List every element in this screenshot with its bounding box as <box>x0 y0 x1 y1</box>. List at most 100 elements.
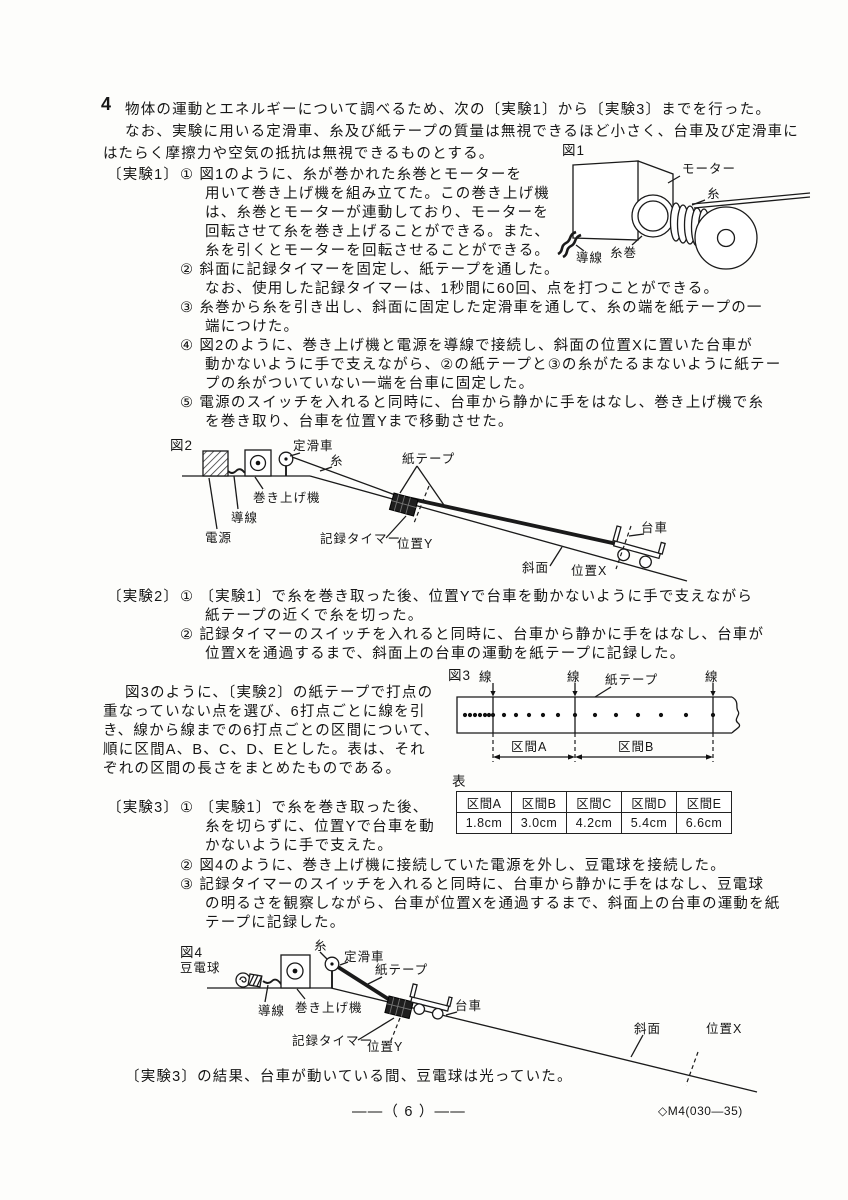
exp2-step1-line2: 紙テープの近くで糸を切った。 <box>205 608 424 624</box>
table-value-c: 4.2cm <box>566 812 622 834</box>
lead-label: 導線 <box>231 510 258 525</box>
power-supply <box>202 450 229 477</box>
position-x-label: 位置X <box>571 563 607 578</box>
paper-tape-label: 紙テープ <box>375 962 428 977</box>
lead-label: 導線 <box>258 1003 285 1018</box>
result-line: 〔実験3〕の結果、台車が動いている間、豆電球は光っていた。 <box>125 1069 573 1085</box>
exp1-step1-line1: ① 図1のように、糸が巻かれた糸巻とモーターを <box>180 167 523 183</box>
tape-dots <box>462 712 716 718</box>
recording-timer <box>384 995 414 1020</box>
tape-torn-edge <box>731 696 741 734</box>
winch-label: 巻き上げ機 <box>253 490 321 505</box>
experiment2-label: 〔実験2〕 <box>107 589 180 605</box>
recording-timer <box>388 492 419 517</box>
exp1-step1-line3: は、糸巻とモーターが連動しており、モーターを <box>205 205 549 221</box>
spool-label: 糸巻 <box>610 246 637 260</box>
table-header-d: 区間D <box>621 791 677 813</box>
cart-label: 台車 <box>641 520 668 535</box>
position-x-label: 位置X <box>706 1021 742 1036</box>
exp1-step4-line1: ④ 図2のように、巻き上げ機と電源を導線で接続し、斜面の位置Xに置いた台車が <box>180 338 753 354</box>
slope-line <box>309 475 688 582</box>
pulley-label: 定滑車 <box>293 438 334 453</box>
fig1-title: 図1 <box>562 143 585 158</box>
exp3-step1-line1: ① 〔実験1〕で糸を巻き取った後、 <box>180 800 429 816</box>
exp3-step3-line2: の明るさを観察しながら、台車が位置Xを通過するまで、斜面上の台車の運動を紙 <box>205 896 781 912</box>
exp1-step1-line2: 用いて巻き上げ機を組み立てた。この巻き上げ機 <box>205 186 550 202</box>
experiment1-label: 〔実験1〕 <box>107 167 180 183</box>
motor-label: モーター <box>682 162 736 176</box>
paper-tape-line <box>336 965 395 1004</box>
fig2-slope-diagram: 図2 電源 導線 巻き上げ機 定滑車 糸 紙テープ 記録タイマー 位置Y 斜面 … <box>170 438 688 582</box>
intro-line-3: はたらく摩擦力や空気の抵抗は無視できるものとする。 <box>103 146 495 162</box>
exp3-step3-line1: ③ 記録タイマーのスイッチを入れると同時に、台車から静かに手をはなし、豆電球 <box>180 877 765 893</box>
exp1-step3-line2: 端につけた。 <box>205 319 300 335</box>
document-code: ◇M4(030—35) <box>658 1104 743 1118</box>
table-header-e: 区間E <box>676 791 732 813</box>
fig3-para-line5: ぞれの区間の長さをまとめたものである。 <box>103 761 402 777</box>
exp1-step2-line1: ② 斜面に記録タイマーを固定し、紙テープを通した。 <box>180 262 560 278</box>
timer-label: 記録タイマー <box>292 1033 373 1048</box>
exp1-step5-line1: ⑤ 電源のスイッチを入れると同時に、台車から静かに手をはなし、巻き上げ機で糸 <box>180 395 765 411</box>
fig3-title: 図3 <box>448 668 471 683</box>
exp1-step1-line4: 回転させて糸を巻き上げることができる。また、 <box>205 224 551 240</box>
exp1-step4-line3: プの糸がついていない一端を台車に固定した。 <box>205 376 535 392</box>
thread-line <box>291 456 399 497</box>
motor-box <box>572 160 639 241</box>
lead-label: 導線 <box>576 250 603 265</box>
slope-label: 斜面 <box>522 561 549 575</box>
fig4-title: 図4 <box>180 945 203 960</box>
table-value-a: 1.8cm <box>456 812 512 834</box>
position-y-label: 位置Y <box>397 536 433 551</box>
section-a-label: 区間A <box>511 740 547 754</box>
section-b-label: 区間B <box>618 740 654 754</box>
fig3-para-line3: き、線から線までの6打点ごとの区間について、 <box>103 723 440 739</box>
fig3-para-line1: 図3のように、〔実験2〕の紙テープで打点の <box>125 685 434 701</box>
line-label-2: 線 <box>567 669 581 684</box>
table-value-b: 3.0cm <box>511 812 567 834</box>
position-y-mark <box>389 1017 401 1044</box>
winch-label: 巻き上げ機 <box>295 1000 363 1015</box>
exp3-step2-line1: ② 図4のように、巻き上げ機に接続していた電源を外し、豆電球を接続した。 <box>180 858 726 874</box>
paper-tape-label: 紙テープ <box>605 672 658 687</box>
exp1-step3-line1: ③ 糸巻から糸を引き出し、斜面に固定した定滑車を通して、糸の端を紙テープの一 <box>180 300 763 316</box>
bulb-label: 豆電球 <box>180 961 221 975</box>
thread-line <box>691 192 811 205</box>
table-value-row: 1.8cm 3.0cm 4.2cm 5.4cm 6.6cm <box>456 812 732 834</box>
intro-line-2: なお、実験に用いる定滑車、糸及び紙テープの質量は無視できるほど小さく、台車及び定… <box>125 124 799 140</box>
fig2-title: 図2 <box>170 438 193 453</box>
power-label: 電源 <box>205 531 232 545</box>
slope-label: 斜面 <box>634 1022 661 1036</box>
lead-wire <box>557 230 577 256</box>
paper-tape-label: 紙テープ <box>402 451 455 466</box>
exp1-step1-line5: 糸を引くとモーターを回転させることができる。 <box>205 243 551 259</box>
table-title: 表 <box>452 774 467 789</box>
exp2-step2-line2: 位置Xを通過するまで、斜面上の台車の運動を紙テープに記録した。 <box>205 646 686 662</box>
table-header-row: 区間A 区間B 区間C 区間D 区間E <box>456 791 732 813</box>
exp3-step3-line3: テープに記録した。 <box>205 915 346 931</box>
paper-tape-line <box>397 494 618 546</box>
thread-label: 糸 <box>330 454 344 468</box>
thread-label: 糸 <box>314 939 328 953</box>
position-y-label: 位置Y <box>367 1039 403 1054</box>
table-header-b: 区間B <box>511 791 567 813</box>
position-x-mark <box>685 1051 699 1086</box>
fig1-winch-diagram: 図1 モーター 糸 導線 糸巻 <box>557 143 811 270</box>
question-number: 4 <box>101 94 112 114</box>
line-label-3: 線 <box>705 669 719 684</box>
lead-wire <box>262 978 285 987</box>
section-length-table: 区間A 区間B 区間C 区間D 区間E 1.8cm 3.0cm 4.2cm 5.… <box>456 791 732 834</box>
line-label-1: 線 <box>479 669 493 684</box>
fig3-tape-diagram: 図3 線 線 線 区間A 区間B 紙テープ <box>448 668 741 762</box>
table-value-e: 6.6cm <box>676 812 732 834</box>
exp1-step4-line2: 動かないように手で支えながら、②の紙テープと③の糸がたるまないように紙テー <box>205 357 782 373</box>
exp3-step1-line3: かないように手で支えた。 <box>205 838 394 854</box>
table-value-d: 5.4cm <box>621 812 677 834</box>
thread-label: 糸 <box>707 187 721 201</box>
exp2-step1-line1: ① 〔実験1〕で糸を巻き取った後、位置Yで台車を動かないように手で支えながら <box>180 589 754 605</box>
cart-label: 台車 <box>455 998 482 1013</box>
fig3-para-line2: 重なっていない点を選び、6打点ごとに線を引 <box>103 704 426 720</box>
experiment3-label: 〔実験3〕 <box>107 800 180 816</box>
fig3-para-line4: 順に区間A、B、C、D、Eとした。表は、それ <box>103 742 426 758</box>
timer-label: 記録タイマー <box>320 531 401 546</box>
table-header-a: 区間A <box>456 791 512 813</box>
